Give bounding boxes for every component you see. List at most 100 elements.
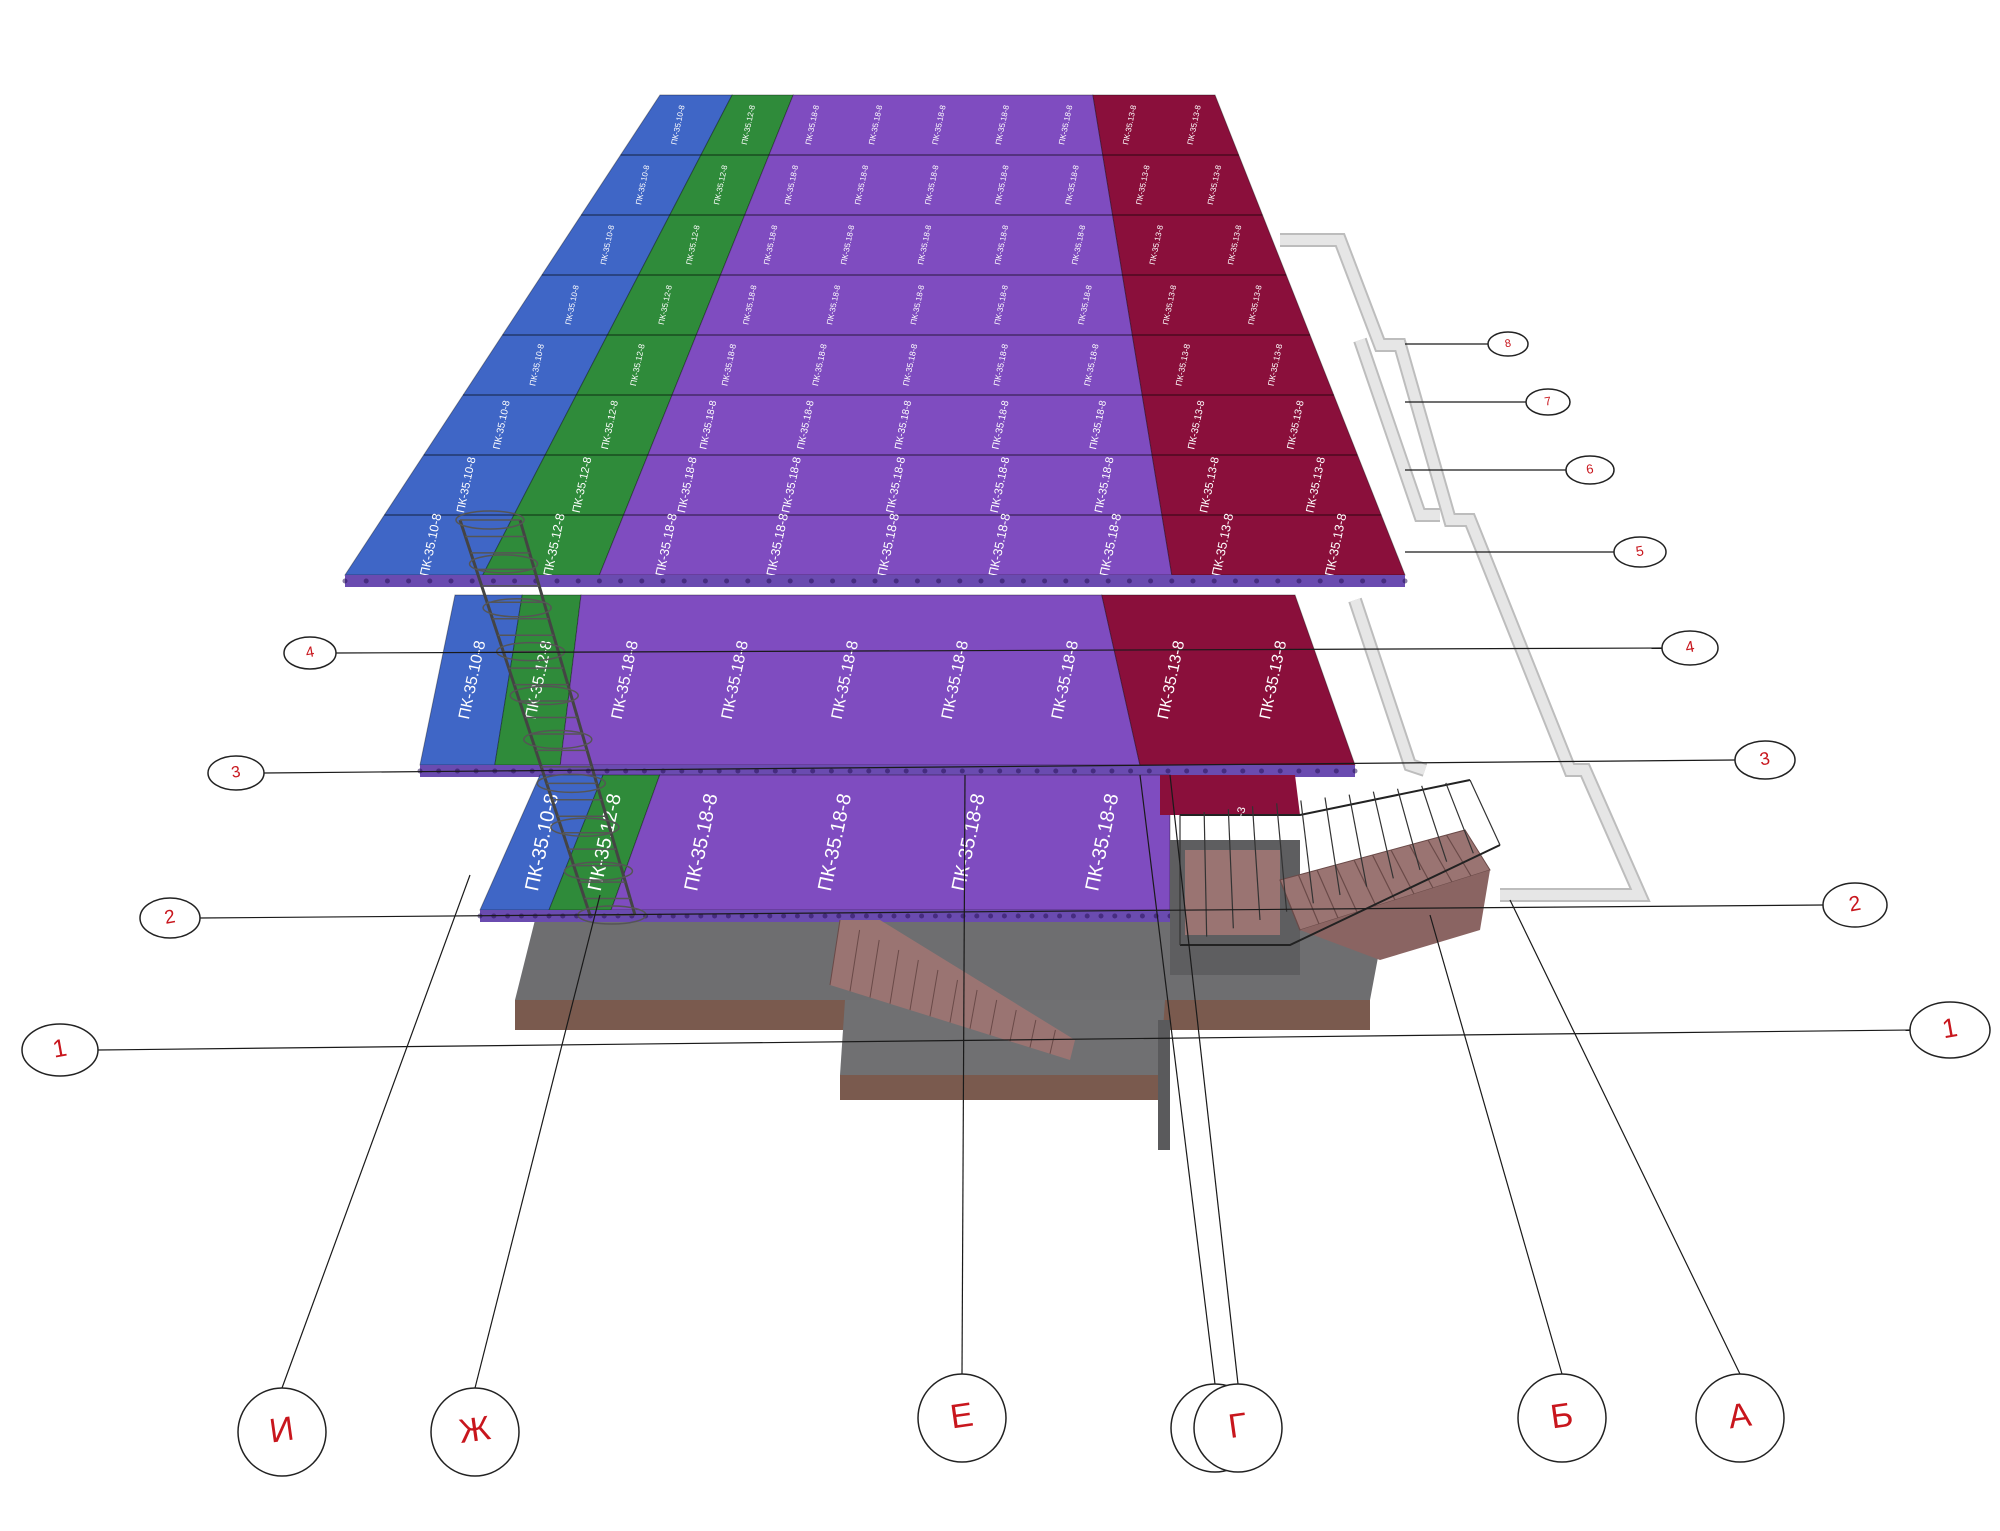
row-bubble-right-7 bbox=[1525, 388, 1571, 416]
hollow-core-dot bbox=[810, 768, 816, 774]
railing-baluster bbox=[1396, 788, 1421, 871]
hollow-core-dot bbox=[1146, 768, 1152, 774]
hollow-core-dot bbox=[1402, 578, 1408, 584]
hollow-core-dot bbox=[828, 768, 834, 774]
railing-baluster bbox=[1300, 800, 1314, 904]
row-bubble-right-8-label: 8 bbox=[1504, 337, 1512, 350]
hollow-core-dot bbox=[1112, 913, 1118, 919]
hollow-core-dot bbox=[1296, 578, 1302, 584]
hollow-core-dot bbox=[698, 913, 704, 919]
hollow-core-dot bbox=[753, 913, 759, 919]
parapet-inner-a-face bbox=[1355, 338, 1440, 520]
hollow-core-dot bbox=[941, 768, 947, 774]
row-bubble-right-6 bbox=[1565, 455, 1615, 485]
parapet-outer-face bbox=[1280, 235, 1648, 900]
hollow-core-dot bbox=[1221, 768, 1227, 774]
ladder-hoop bbox=[482, 598, 552, 618]
hollow-core-dot bbox=[739, 913, 745, 919]
hollow-core-dot bbox=[1240, 768, 1246, 774]
row-bubble-right-2-label: 2 bbox=[1847, 892, 1863, 917]
hollow-core-dot bbox=[735, 768, 741, 774]
hollow-core-dot bbox=[936, 578, 942, 584]
parapet-walls bbox=[1280, 233, 1651, 902]
ladder-hoop bbox=[468, 554, 539, 574]
ground-post bbox=[1158, 1020, 1170, 1150]
row-axis-line bbox=[97, 1029, 1911, 1051]
stair-tread bbox=[1408, 844, 1434, 889]
row-bubble-left-3-label: 3 bbox=[230, 764, 242, 782]
railing-baluster bbox=[1421, 785, 1448, 862]
hollow-core-dot bbox=[1169, 578, 1175, 584]
hollow-core-dot bbox=[922, 768, 928, 774]
hollow-core-dot bbox=[1090, 768, 1096, 774]
hollow-core-dot bbox=[554, 578, 560, 584]
col-axis-line bbox=[1429, 914, 1563, 1375]
hollow-core-dot bbox=[830, 578, 836, 584]
hollow-core-dot bbox=[712, 913, 718, 919]
stair-tread bbox=[849, 929, 861, 992]
col-bubble-Ж bbox=[430, 1387, 520, 1477]
hollow-core-dot bbox=[959, 768, 965, 774]
hollow-core-dot bbox=[1126, 913, 1132, 919]
hollow-core-dot bbox=[877, 913, 883, 919]
hollow-core-dot bbox=[1338, 578, 1344, 584]
hollow-core-dot bbox=[1098, 913, 1104, 919]
stair-tread bbox=[889, 949, 900, 1004]
hollow-core-dot bbox=[724, 578, 730, 584]
hollow-core-dot bbox=[560, 913, 566, 919]
hollow-core-dot bbox=[836, 913, 842, 919]
hollow-core-dot bbox=[1277, 768, 1283, 774]
hollow-core-dot bbox=[725, 913, 731, 919]
stair-tread bbox=[1297, 874, 1320, 925]
stair-right: ЛМ-3 bbox=[1170, 779, 1501, 975]
hollow-core-dot bbox=[850, 913, 856, 919]
grid-axes: 112233445678ИЖЕДГБА bbox=[21, 331, 1991, 1477]
ladder-hoop bbox=[523, 729, 593, 750]
hollow-core-dot bbox=[1148, 578, 1154, 584]
hollow-core-dot bbox=[427, 578, 433, 584]
hollow-core-dot bbox=[716, 768, 722, 774]
col-axis-line bbox=[961, 774, 966, 1375]
hollow-core-dot bbox=[618, 578, 624, 584]
hollow-core-dot bbox=[1063, 578, 1069, 584]
hollow-core-dot bbox=[1084, 913, 1090, 919]
stair-tag-label: ЛМ-3 bbox=[1231, 806, 1248, 834]
col-bubble-Б-label: Б bbox=[1548, 1396, 1575, 1437]
hollow-core-dot bbox=[791, 768, 797, 774]
stair-tread bbox=[1353, 859, 1377, 907]
hollow-core-dot bbox=[702, 578, 708, 584]
hollow-core-dot bbox=[978, 578, 984, 584]
stair-tread bbox=[1029, 1019, 1037, 1048]
ladder-hoop bbox=[536, 773, 607, 794]
row-bubble-right-2 bbox=[1822, 882, 1888, 928]
hollow-core-dot bbox=[885, 768, 890, 774]
hollow-core-dot bbox=[1126, 578, 1132, 584]
col-bubble-Г bbox=[1193, 1383, 1283, 1473]
col-axis-line bbox=[1139, 774, 1216, 1385]
stair-tread bbox=[1316, 869, 1339, 919]
hollow-core-dot bbox=[512, 578, 518, 584]
stair-tread bbox=[1445, 834, 1472, 877]
hollow-core-dot bbox=[604, 768, 610, 774]
hollow-core-dot bbox=[863, 913, 869, 919]
row-bubble-right-5-label: 5 bbox=[1635, 542, 1646, 559]
slab-strip-crimson bbox=[1101, 594, 1356, 766]
hollow-core-dot bbox=[946, 913, 952, 919]
col-bubble-Ж-label: Ж bbox=[457, 1409, 493, 1451]
hollow-core-dot bbox=[1020, 578, 1026, 584]
railing-baluster bbox=[1203, 812, 1208, 937]
hollow-core-dot bbox=[974, 913, 980, 919]
row-bubble-right-7-label: 7 bbox=[1543, 394, 1552, 409]
hollow-core-dot bbox=[1232, 578, 1238, 584]
hollow-core-dot bbox=[1381, 578, 1387, 584]
ladder-hoop bbox=[455, 510, 525, 530]
row-bubble-right-1-label: 1 bbox=[1940, 1012, 1960, 1044]
hollow-core-dot bbox=[999, 578, 1005, 584]
col-bubble-Б bbox=[1517, 1373, 1607, 1463]
ladder-hoop bbox=[563, 861, 634, 881]
hollow-core-dot bbox=[1001, 913, 1007, 919]
row-bubble-left-1-label: 1 bbox=[50, 1034, 69, 1064]
hollow-core-dot bbox=[406, 578, 412, 584]
row-bubble-right-4 bbox=[1661, 630, 1719, 666]
hollow-core-dot bbox=[417, 768, 423, 774]
